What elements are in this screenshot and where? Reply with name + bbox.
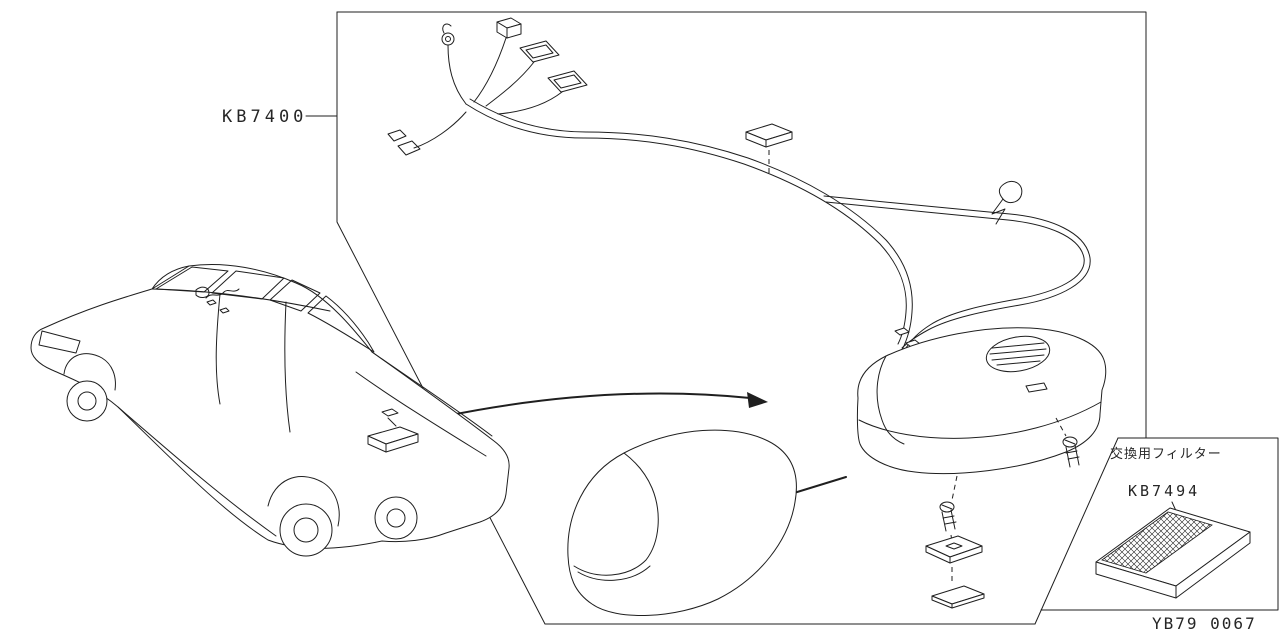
cover-illustration <box>567 429 797 616</box>
purifier-unit-illustration <box>856 327 1107 475</box>
replacement-filter-illustration <box>1095 501 1251 599</box>
filter-note-label: 交換用フィルター <box>1110 447 1222 462</box>
wheel-icon <box>279 503 333 557</box>
cable-tie-icon <box>991 180 1023 225</box>
screw-icon <box>939 501 957 532</box>
harness-part-label: KB7400 <box>222 107 308 127</box>
flat-connector-icon <box>745 123 793 174</box>
wheel-icon <box>374 496 418 540</box>
ring-terminal-icon <box>441 23 467 105</box>
diagram-frame <box>305 11 1279 625</box>
car-illustration <box>30 264 510 557</box>
wheel-icon <box>66 380 108 422</box>
wiring-harness <box>387 17 1091 351</box>
speaker-grille-icon <box>985 335 1051 373</box>
installed-unit-icon <box>367 408 419 453</box>
harness-clip-icon <box>387 111 467 156</box>
doc-number-label: YB79 0067 <box>1152 614 1257 633</box>
pad-icon <box>931 585 985 609</box>
arrow-icon <box>445 392 768 417</box>
connector-icon <box>485 40 560 107</box>
mounting-hardware <box>925 417 1080 609</box>
bracket-plate-icon <box>925 535 983 564</box>
connector-icon <box>497 70 588 115</box>
screw-icon <box>1055 417 1080 468</box>
connector-icon <box>473 17 522 103</box>
filter-part-label: KB7494 <box>1128 482 1201 500</box>
